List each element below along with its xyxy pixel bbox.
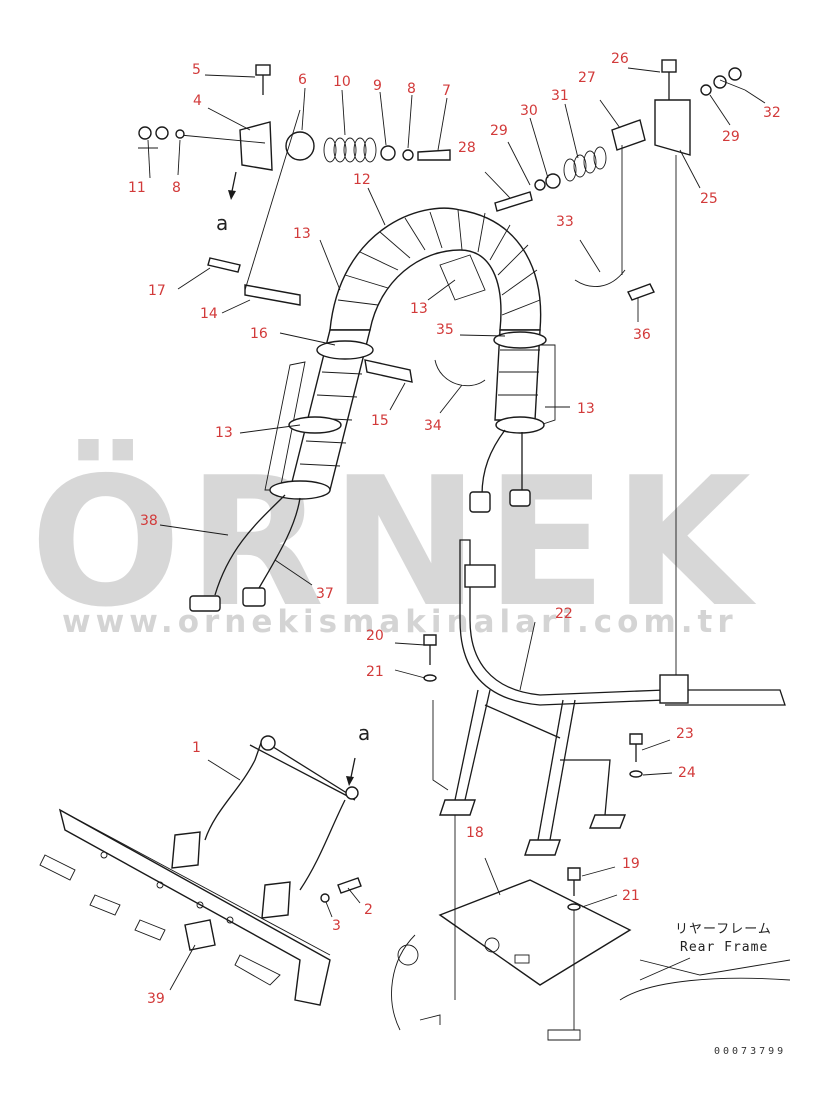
part-label-22: 22 [555,606,573,622]
view-marker-upper: a [216,211,228,235]
part-label-13c: 13 [215,425,233,441]
part-label-23: 23 [676,726,694,742]
part-label-29a: 29 [490,123,508,139]
part-label-9: 9 [373,78,382,94]
watermark: ÖRNEK www.ornekismakinalari.com.tr [30,439,757,646]
part-label-17: 17 [148,283,166,299]
view-marker-lower: a [358,721,370,745]
part-label-36: 36 [633,327,651,343]
part-label-6: 6 [298,72,307,88]
part-label-34: 34 [424,418,442,434]
part-label-32: 32 [763,105,781,121]
part-label-19: 19 [622,856,640,872]
frame-assembly [391,539,791,1041]
watermark-brand: ÖRNEK [30,439,757,646]
part-label-13a: 13 [293,226,311,242]
part-label-39: 39 [147,991,165,1007]
part-label-1: 1 [192,740,201,756]
part-label-18: 18 [466,825,484,841]
part-label-13d: 13 [577,401,595,417]
part-label-31: 31 [551,88,569,104]
part-label-16: 16 [250,326,268,342]
part-label-8b: 8 [172,180,181,196]
part-label-35: 35 [436,322,454,338]
part-label-4: 4 [193,93,202,109]
drawing-code: 00073799 [714,1046,786,1057]
part-label-5: 5 [192,62,201,78]
part-label-3: 3 [332,918,341,934]
hose-assembly [189,155,677,680]
part-label-37: 37 [316,586,334,602]
part-label-21b: 21 [622,888,640,904]
rear-frame-label-en: Rear Frame [680,940,768,955]
part-label-11: 11 [128,180,146,196]
part-label-20: 20 [366,628,384,644]
part-label-38: 38 [140,513,158,529]
part-label-10: 10 [333,74,351,90]
part-label-30: 30 [520,103,538,119]
part-label-24: 24 [678,765,696,781]
part-label-27: 27 [578,70,596,86]
part-label-2: 2 [364,902,373,918]
rear-frame-label-jp: リヤーフレーム [675,922,772,937]
part-label-29b: 29 [722,129,740,145]
part-label-7: 7 [442,83,451,99]
part-label-21a: 21 [366,664,384,680]
part-label-15: 15 [371,413,389,429]
part-label-26: 26 [611,51,629,67]
part-label-14: 14 [200,306,218,322]
part-label-13b: 13 [410,301,428,317]
part-label-8a: 8 [407,81,416,97]
leader-lines [138,67,766,991]
top-hardware [138,59,742,301]
part-label-28: 28 [458,140,476,156]
part-labels: 1 2 3 4 5 6 7 8 8 9 10 11 12 13 13 13 13… [128,51,781,1007]
pedal-assembly [39,735,362,1006]
part-label-25: 25 [700,191,718,207]
part-label-33: 33 [556,214,574,230]
watermark-url: www.ornekismakinalari.com.tr [62,604,738,640]
part-label-12: 12 [353,172,371,188]
